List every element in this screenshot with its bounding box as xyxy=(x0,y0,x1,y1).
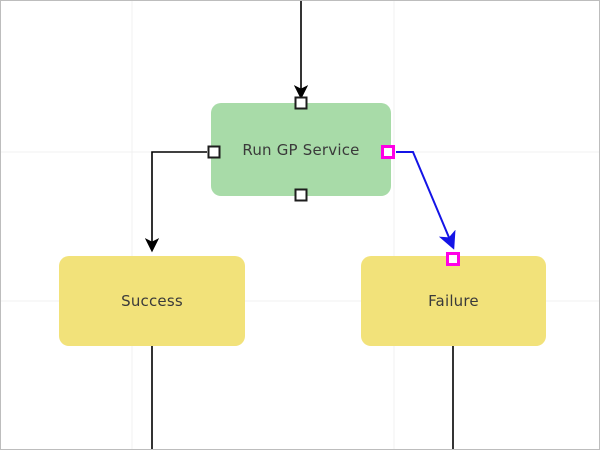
node-label-success: Success xyxy=(121,292,183,310)
port-gp-right-port[interactable] xyxy=(381,145,395,159)
port-gp-bottom-port[interactable] xyxy=(294,188,308,202)
node-success[interactable]: Success xyxy=(59,256,245,346)
port-gp-top-port[interactable] xyxy=(294,96,308,110)
port-failure-top-port[interactable] xyxy=(446,252,460,266)
node-failure[interactable]: Failure xyxy=(361,256,546,346)
node-run-gp-service[interactable]: Run GP Service xyxy=(211,103,391,196)
node-label-run-gp-service: Run GP Service xyxy=(242,140,360,159)
port-gp-left-port[interactable] xyxy=(207,145,221,159)
node-label-failure: Failure xyxy=(428,292,479,310)
